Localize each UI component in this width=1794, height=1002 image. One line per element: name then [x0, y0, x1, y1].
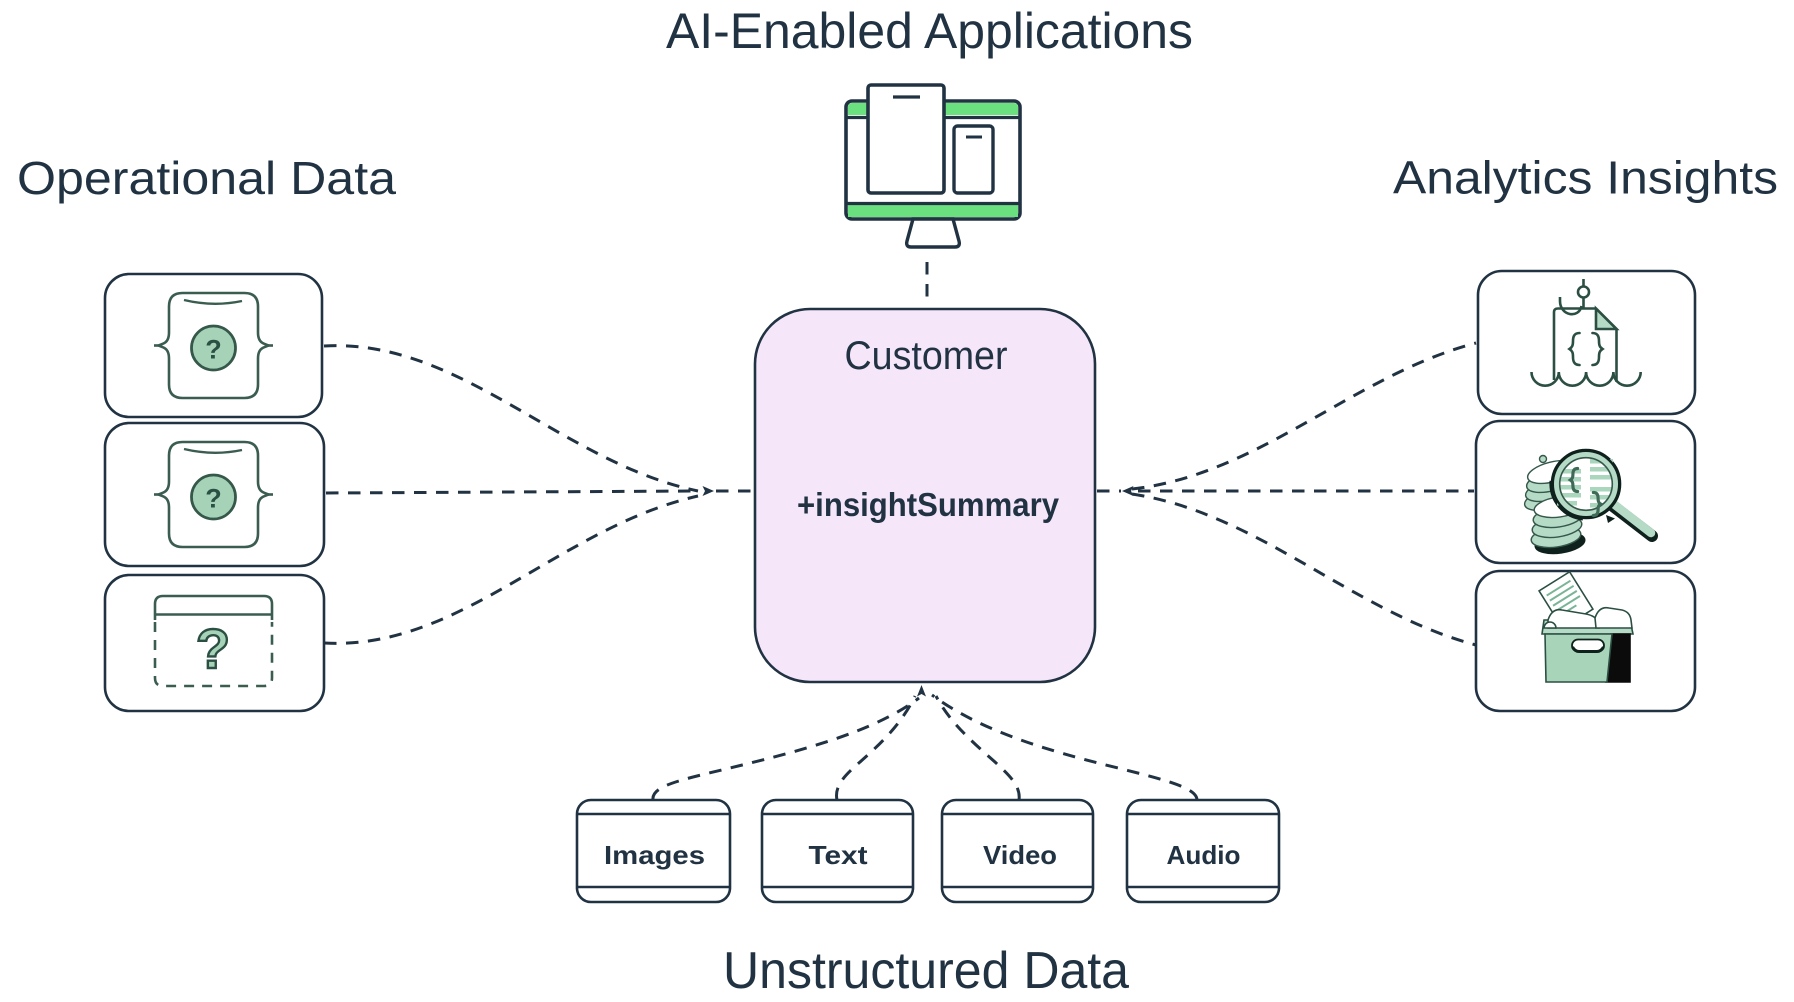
svg-text:Analytics Insights: Analytics Insights	[1393, 152, 1778, 204]
svg-text:Unstructured Data: Unstructured Data	[723, 942, 1129, 1000]
svg-text:Images: Images	[604, 840, 705, 870]
svg-text:AI-Enabled Applications: AI-Enabled Applications	[666, 3, 1193, 59]
svg-text:?: ?	[196, 617, 230, 680]
svg-text:Customer: Customer	[845, 334, 1008, 378]
svg-text:Audio: Audio	[1167, 840, 1241, 870]
svg-text:Text: Text	[809, 840, 868, 870]
svg-text:+insightSummary: +insightSummary	[797, 486, 1060, 523]
svg-text:Operational Data: Operational Data	[17, 152, 396, 204]
svg-text:Video: Video	[983, 840, 1057, 870]
